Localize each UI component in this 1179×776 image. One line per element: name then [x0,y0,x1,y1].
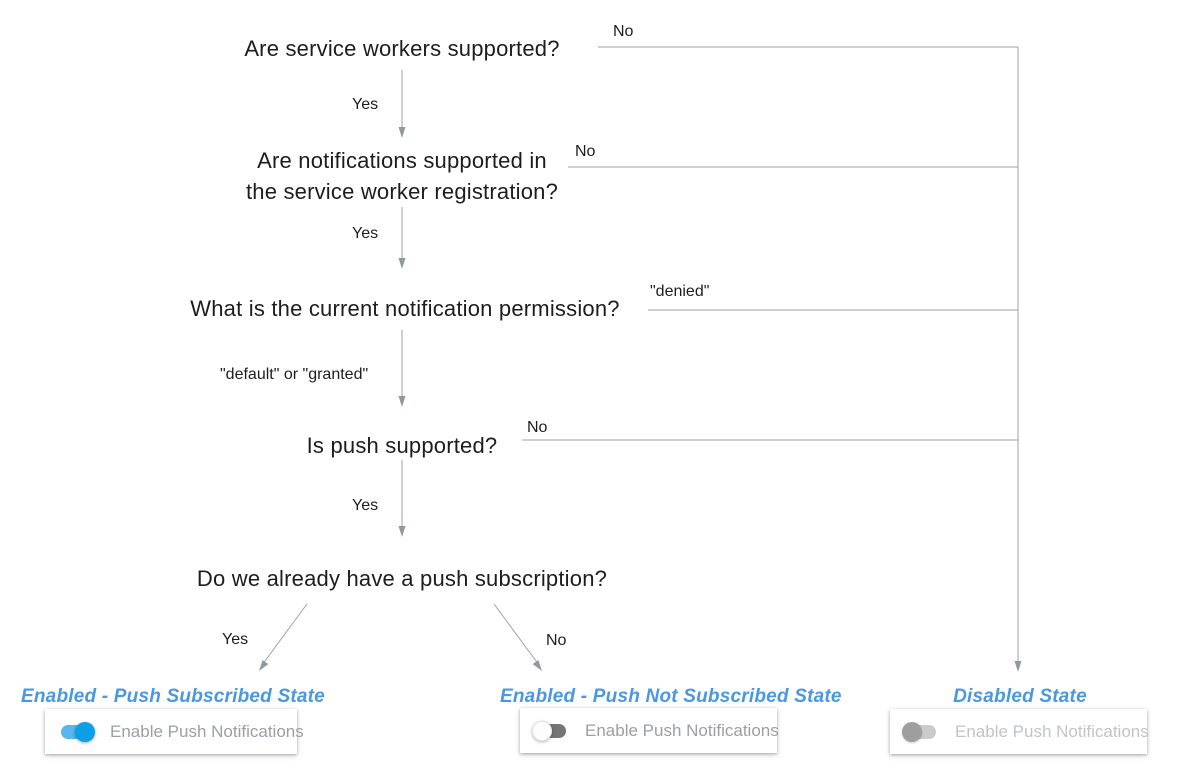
edge-q5-yes-line [261,603,308,666]
question-push-subscription: Do we already have a push subscription? [152,563,652,594]
edge-label-q3-default-granted: "default" or "granted" [220,366,369,383]
toggle-label: Enable Push Notifications [110,721,304,741]
question-push-supported: Is push supported? [202,430,602,461]
toggle-knob [902,721,922,742]
edge-label-q2-yes: Yes [352,225,379,242]
push-toggle-off[interactable] [532,720,570,741]
question-notification-permission: What is the current notification permiss… [105,293,705,324]
edge-q5-no-line [493,603,540,666]
question-text: Do we already have a push subscription? [196,566,608,591]
toggle-knob [532,720,552,741]
toggle-label: Enable Push Notifications [585,720,779,740]
question-text: What is the current notification permiss… [190,296,620,321]
edge-q3-default-arrowhead [398,396,406,407]
toggle-label: Enable Push Notifications [955,721,1149,741]
edge-label-q5-no: No [546,632,567,649]
edge-label-q3-denied: "denied" [650,283,710,300]
edge-q4-yes-arrowhead [398,526,406,537]
edge-q5-no-arrowhead [532,660,542,671]
state-title-push-not-subscribed: Enabled - Push Not Subscribed State [500,686,842,707]
question-text: Is push supported? [306,433,498,458]
edge-label-q2-no: No [575,143,596,160]
edge-q5-yes-arrowhead [259,660,269,671]
edge-label-q4-yes: Yes [352,497,379,514]
question-notifications-supported: Are notifications supported in the servi… [200,145,604,207]
toggle-knob [75,721,95,742]
push-toggle-on[interactable] [57,721,95,742]
state-title-push-subscribed: Enabled - Push Subscribed State [21,686,325,707]
question-service-workers: Are service workers supported? [202,33,602,64]
edge-q2-yes-arrowhead [398,258,406,269]
card-push-not-subscribed: Enable Push Notifications [520,708,779,753]
push-toggle-disabled [902,721,940,742]
question-text-line2: the service worker registration? [245,179,559,204]
edge-label-q1-yes: Yes [352,96,379,113]
edge-label-q5-yes: Yes [222,631,249,648]
edge-disabled-arrowhead [1014,661,1022,672]
edge-label-q1-no: No [613,23,634,40]
edge-label-q4-no: No [527,419,548,436]
question-text-line1: Are notifications supported in [257,148,547,173]
question-text: Are service workers supported? [244,36,560,61]
card-push-subscribed: Enable Push Notifications [45,709,304,754]
edge-q1-yes-arrowhead [398,127,406,138]
state-title-disabled: Disabled State [953,686,1087,707]
card-disabled: Enable Push Notifications [890,709,1149,754]
